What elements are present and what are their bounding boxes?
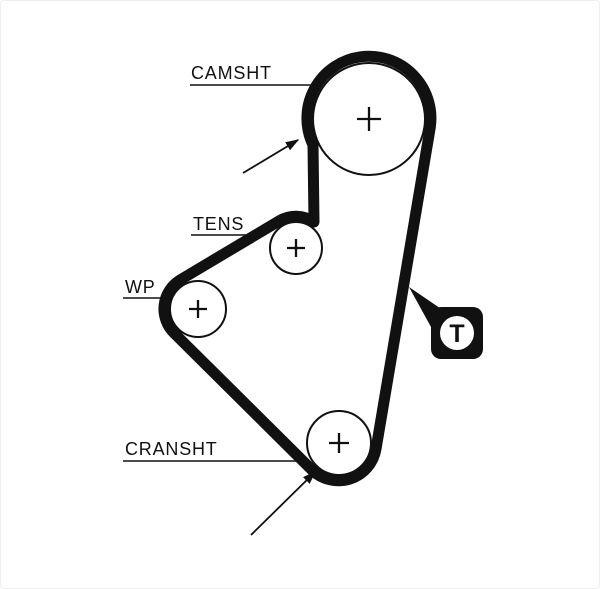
- timing-belt: [158, 50, 437, 487]
- crankshaft-center-mark: [329, 433, 349, 453]
- tensioner-center-mark: [287, 239, 305, 257]
- tensioner-label: TENS: [193, 214, 244, 234]
- badge-circle: [440, 316, 474, 350]
- camshaft-center-mark: [357, 107, 381, 131]
- crankshaft-pointer-arrow: [250, 471, 316, 536]
- crankshaft-label: CRANSHT: [125, 439, 218, 459]
- water-pump-center-mark: [189, 300, 207, 318]
- camshaft-pointer-arrow: [242, 139, 300, 174]
- badge-letter: T: [449, 320, 464, 348]
- timing-mark-badge: T: [409, 287, 483, 359]
- camshaft-label: CAMSHT: [191, 63, 272, 83]
- water-pump-label: WP: [125, 277, 156, 297]
